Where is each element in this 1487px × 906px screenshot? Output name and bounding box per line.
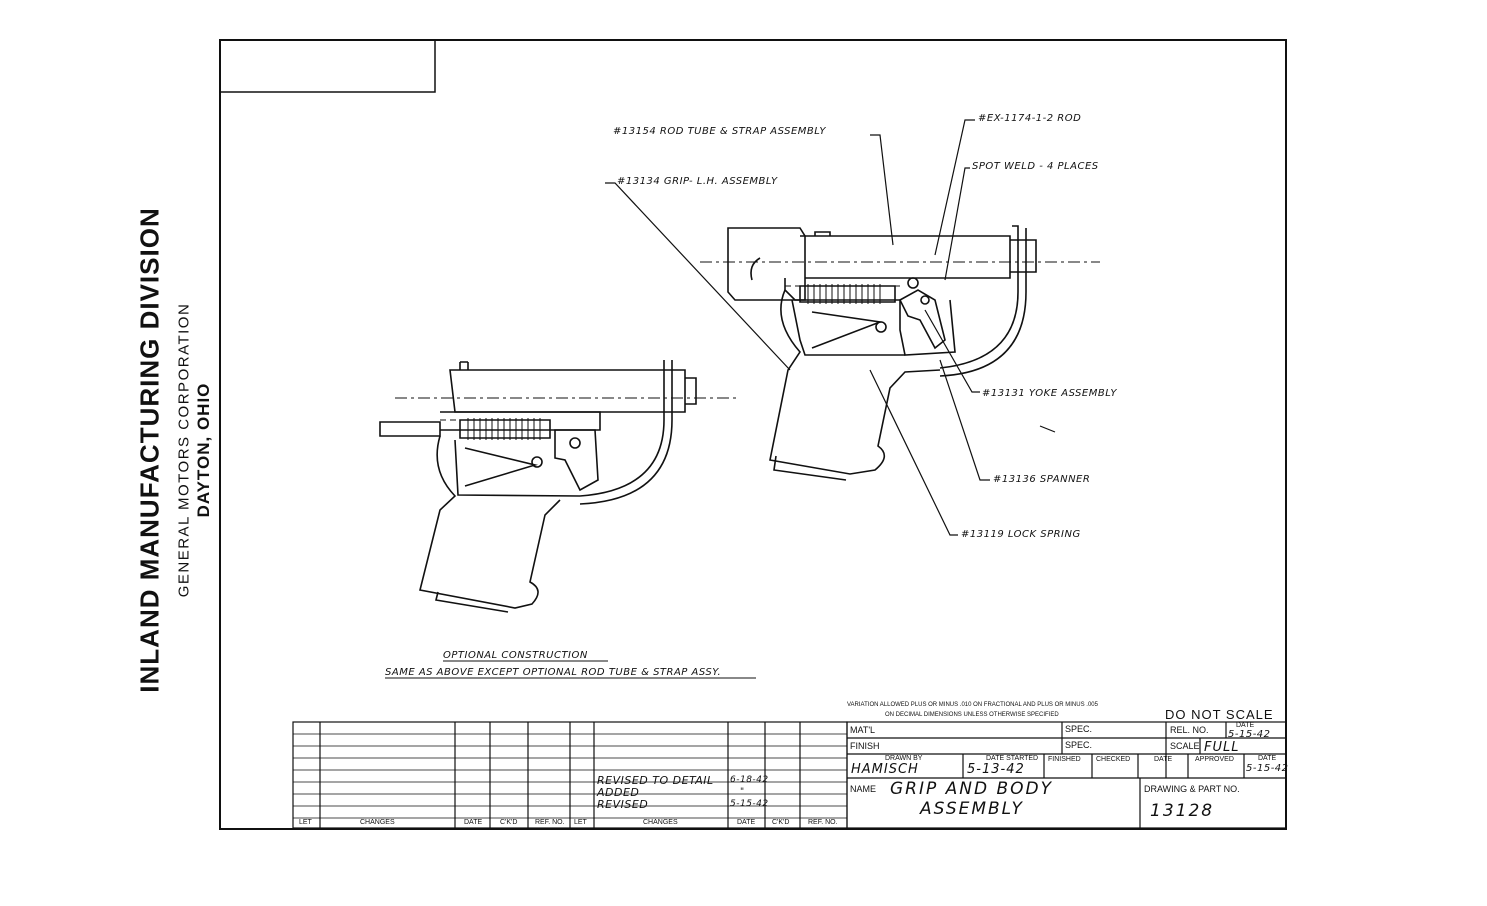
name-label: NAME xyxy=(850,784,877,794)
scale-value: FULL xyxy=(1204,740,1240,755)
company-name: INLAND MANUFACTURING DIVISION xyxy=(134,207,165,693)
spec-label-1: SPEC. xyxy=(1065,724,1093,734)
rev-header-changes-2: CHANGES xyxy=(643,819,678,826)
company-location: DAYTON, OHIO xyxy=(194,382,213,518)
leader-lines xyxy=(605,119,1056,536)
main-assembly-figure xyxy=(700,225,1100,481)
rel-date-label: DATE xyxy=(1236,722,1255,729)
optional-note: SAME AS ABOVE EXCEPT OPTIONAL ROD TUBE &… xyxy=(385,667,722,678)
rev-header-refno: REF. NO. xyxy=(535,819,565,826)
spec-label-2: SPEC. xyxy=(1065,740,1093,750)
title-block-grid xyxy=(846,721,1287,829)
optional-title: OPTIONAL CONSTRUCTION xyxy=(443,650,588,661)
rev-header-date: DATE xyxy=(464,819,483,826)
rel-no-label: REL. NO. xyxy=(1170,725,1209,735)
finished-label: FINISHED xyxy=(1048,756,1081,763)
rev-header-refno-2: REF. NO. xyxy=(808,819,838,826)
date-started: 5-13-42 xyxy=(967,762,1025,777)
revision-change-1: REVISED TO DETAIL xyxy=(597,774,714,787)
rev-header-date-2: DATE xyxy=(737,819,756,826)
revision-date-3: 5-15-42 xyxy=(730,799,769,809)
parent-company: GENERAL MOTORS CORPORATION xyxy=(175,302,193,598)
drawing-name-line-1: GRIP AND BODY xyxy=(890,779,1054,799)
callout-lock-spring: #13119 LOCK SPRING xyxy=(961,529,1081,540)
approved-date-label: DATE xyxy=(1258,755,1277,762)
part-number: 13128 xyxy=(1150,801,1215,821)
part-no-label: DRAWING & PART NO. xyxy=(1144,784,1240,794)
do-not-scale: DO NOT SCALE xyxy=(1165,707,1274,722)
rev-header-let-2: LET xyxy=(574,819,587,826)
drawn-by: HAMISCH xyxy=(851,762,919,777)
callout-rod-tube: #13154 ROD TUBE & STRAP ASSEMBLY xyxy=(613,126,826,137)
rev-header-ckd: C'K'D xyxy=(500,819,518,826)
date-label: DATE xyxy=(1154,756,1173,763)
drawing-name-line-2: ASSEMBLY xyxy=(920,799,1024,819)
revision-date-1: 6-18-42 xyxy=(730,775,769,785)
callout-yoke: #13131 YOKE ASSEMBLY xyxy=(982,388,1117,399)
rev-header-let: LET xyxy=(299,819,312,826)
tolerance-note-2: ON DECIMAL DIMENSIONS UNLESS OTHERWISE S… xyxy=(885,712,1059,718)
checked-label: CHECKED xyxy=(1096,756,1131,763)
callout-rod: #EX-1174-1-2 ROD xyxy=(978,113,1082,124)
revision-change-3: REVISED xyxy=(597,798,649,811)
approved-label: APPROVED xyxy=(1195,756,1234,763)
optional-assembly-figure xyxy=(379,360,740,613)
corner-box xyxy=(219,39,436,93)
matl-label: MAT'L xyxy=(850,725,876,735)
date-started-label: DATE STARTED xyxy=(986,755,1039,762)
callout-spanner: #13136 SPANNER xyxy=(993,474,1091,485)
revision-change-2: ADDED xyxy=(597,786,640,799)
drawn-by-label: DRAWN BY xyxy=(885,755,923,762)
approved-date: 5-15-42 xyxy=(1246,763,1289,774)
revision-date-2: " xyxy=(740,787,745,797)
sheet-border xyxy=(219,39,1287,830)
callout-grip-lh: #13134 GRIP- L.H. ASSEMBLY xyxy=(617,176,778,187)
finish-label: FINISH xyxy=(850,741,880,751)
tolerance-note-1: VARIATION ALLOWED PLUS OR MINUS .010 ON … xyxy=(847,702,1098,708)
rev-header-changes: CHANGES xyxy=(360,819,395,826)
scale-label: SCALE xyxy=(1170,741,1200,751)
rel-date: 5-15-42 xyxy=(1228,729,1271,740)
callout-spot-weld: SPOT WELD - 4 PLACES xyxy=(972,161,1099,172)
rev-header-ckd-2: C'K'D xyxy=(772,819,790,826)
